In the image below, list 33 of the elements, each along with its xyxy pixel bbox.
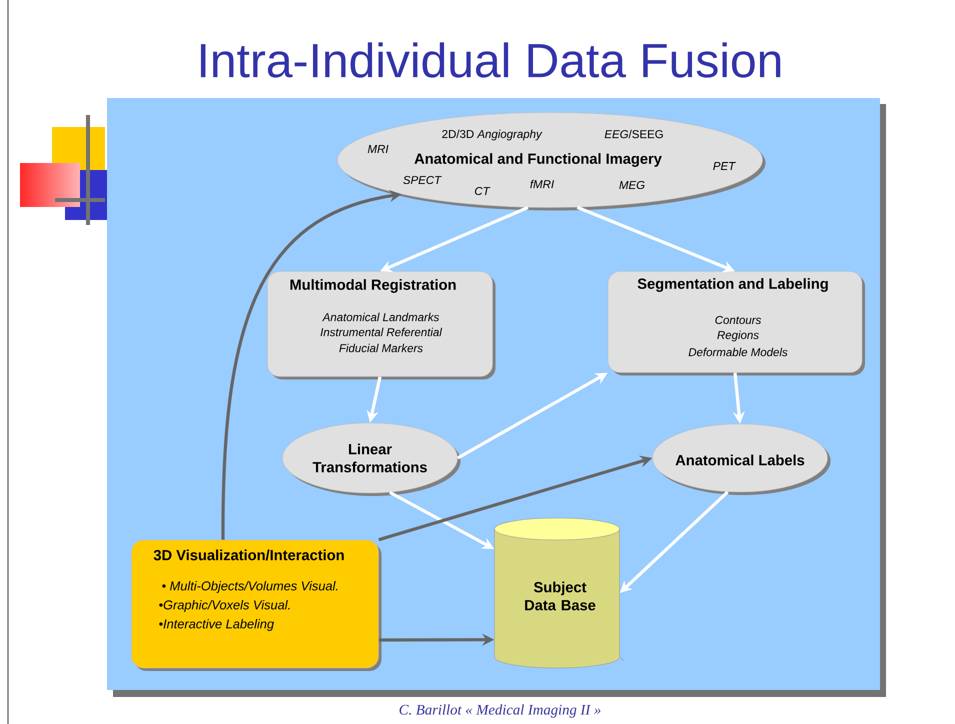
rounded-box bbox=[267, 271, 496, 380]
bullet-item: • Multi-Objects/Volumes Visual. bbox=[162, 581, 338, 593]
node-text: Instrumental Referential bbox=[320, 328, 442, 336]
node-text: Regions bbox=[717, 330, 759, 342]
node-text: MEG bbox=[619, 180, 645, 190]
node-text: Contours bbox=[715, 316, 762, 324]
slide-title: Intra-Individual Data Fusion bbox=[200, 42, 780, 78]
rounded-box bbox=[131, 540, 382, 671]
node-text: Fiducial Markers bbox=[339, 344, 423, 352]
node-text: MRI bbox=[368, 145, 388, 153]
bullet-item: •Graphic/Voxels Visual. bbox=[159, 600, 290, 612]
node-heading: 3D Visualization/Interaction bbox=[154, 550, 344, 560]
database-cylinder bbox=[494, 518, 624, 668]
node-text: fMRI bbox=[530, 180, 554, 188]
node-text: 2D/3D Angiography bbox=[442, 130, 542, 140]
node-text: Anatomical Landmarks bbox=[322, 312, 440, 322]
ellipse-node bbox=[652, 424, 831, 495]
node-text: PET bbox=[713, 162, 736, 170]
node-text: EEG/SEEG bbox=[604, 130, 663, 138]
caption: C. Barillot « Medical Imaging II » bbox=[400, 704, 600, 718]
rounded-box bbox=[608, 271, 866, 376]
node-heading: Segmentation and Labeling bbox=[638, 278, 828, 292]
bullet-item: •Interactive Labeling bbox=[159, 619, 274, 631]
ellipse-node bbox=[282, 422, 460, 496]
node-heading: Anatomical Labels bbox=[676, 454, 804, 466]
node-heading: Anatomical and Functional Imagery bbox=[414, 153, 662, 167]
node-label: Subject Data Base bbox=[525, 582, 596, 610]
node-text: CT bbox=[475, 186, 490, 196]
node-label: Linear Transformations bbox=[312, 444, 427, 472]
node-text: SPECT bbox=[403, 176, 442, 184]
ellipse-node bbox=[337, 112, 766, 210]
node-heading: Multimodal Registration bbox=[290, 279, 456, 293]
node-text: Deformable Models bbox=[688, 348, 788, 356]
